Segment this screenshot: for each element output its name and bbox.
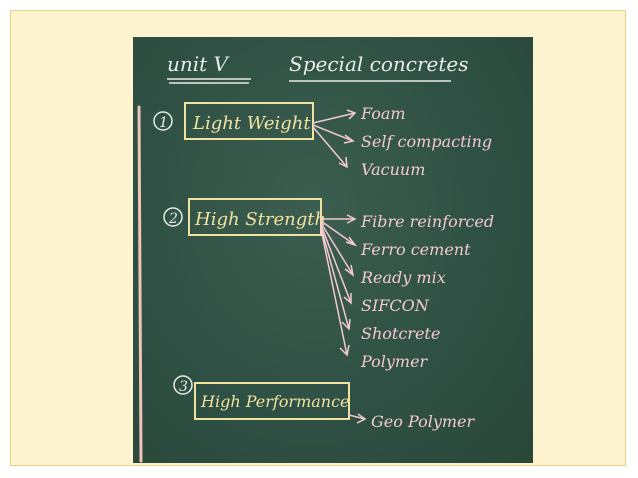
category-number-circle <box>173 375 193 395</box>
category-high-strength: 2 High Strength Fibre rei <box>163 198 494 371</box>
list-item: Ready mix <box>360 268 446 287</box>
list-item: Self compacting <box>361 132 492 151</box>
category-box <box>188 198 322 236</box>
category-high-performance: 3 High Performance Geo Polymer <box>173 375 476 431</box>
category-number: 2 <box>168 211 178 227</box>
list-item: Fibre reinforced <box>360 212 494 231</box>
margin-line <box>137 105 143 463</box>
chalkboard-diagram: unit V Special concretes 1 Light Weight <box>137 52 494 463</box>
category-number: 1 <box>159 115 168 131</box>
list-item: Vacuum <box>361 160 425 179</box>
category-label: Light Weight <box>192 113 311 134</box>
chalkboard-photo: unit V Special concretes 1 Light Weight <box>133 37 533 463</box>
arrows <box>312 109 357 169</box>
heading-title: Special concretes <box>289 52 468 76</box>
list-item: Shotcrete <box>361 324 440 343</box>
category-box <box>194 382 350 420</box>
arrows <box>320 214 358 357</box>
category-number-circle <box>163 207 183 227</box>
list-item: SIFCON <box>361 296 430 315</box>
list-item: Foam <box>360 104 406 123</box>
category-label: High Strength <box>194 209 326 230</box>
list-item: Geo Polymer <box>371 412 476 431</box>
list-item: Ferro cement <box>360 240 471 259</box>
list-item: Polymer <box>360 352 429 371</box>
arrows <box>348 413 367 424</box>
category-box <box>184 102 314 140</box>
category-light-weight: 1 Light Weight Foam Self compacting Vacu… <box>153 102 492 179</box>
slide-background: unit V Special concretes 1 Light Weight <box>10 10 626 466</box>
category-label: High Performance <box>200 392 350 411</box>
category-number: 3 <box>179 379 188 395</box>
category-number-circle <box>153 111 173 131</box>
unit-title: unit V <box>167 52 231 76</box>
